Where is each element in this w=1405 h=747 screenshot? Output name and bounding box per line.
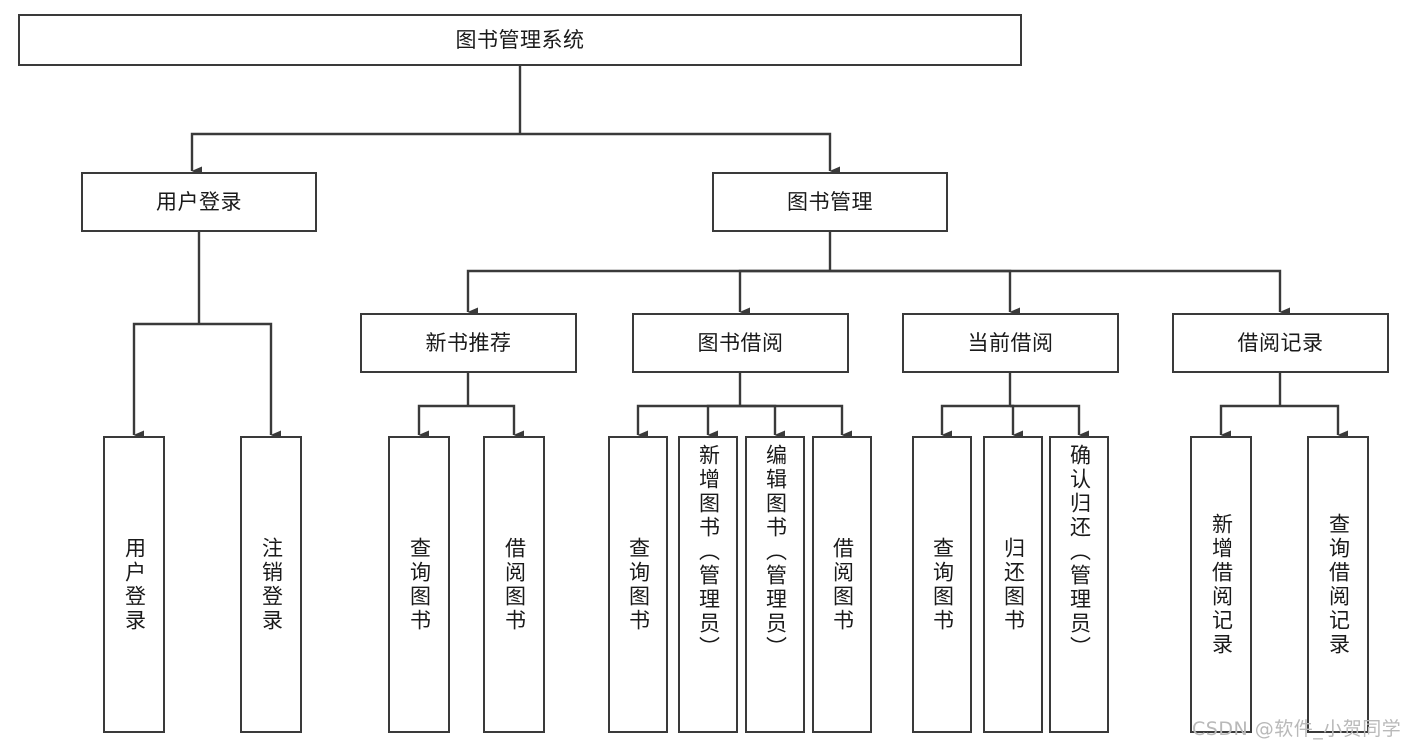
node-label: 图书管理系统 xyxy=(455,27,585,52)
node-leaf-query-book-1[interactable]: 查询图书 xyxy=(388,436,450,733)
edge-root-to-user-login xyxy=(190,132,520,176)
node-borrow-record[interactable]: 借阅记录 xyxy=(1172,313,1389,373)
node-leaf-add-record[interactable]: 新增借阅记录 xyxy=(1190,436,1252,733)
node-user-login[interactable]: 用户登录 xyxy=(81,172,317,232)
node-label: 用户登录 xyxy=(156,189,242,214)
node-label: 编辑图书（管理员） xyxy=(763,444,788,660)
node-new-book-recommend[interactable]: 新书推荐 xyxy=(360,313,577,373)
edge-user-login-to-leaf-logout xyxy=(199,322,281,440)
node-leaf-query-record[interactable]: 查询借阅记录 xyxy=(1307,436,1369,733)
node-label: 新增借阅记录 xyxy=(1209,512,1234,657)
node-leaf-user-login[interactable]: 用户登录 xyxy=(103,436,165,733)
edge-book-borrow-to-leaf-borrow-book-2 xyxy=(740,404,852,440)
node-label: 图书管理 xyxy=(787,189,873,214)
edge-current-borrow-to-leaf-return-book xyxy=(1010,404,1023,440)
node-leaf-logout[interactable]: 注销登录 xyxy=(240,436,302,733)
edge-user-login-to-leaf-user-login xyxy=(132,322,199,440)
edge-current-borrow-to-leaf-confirm-return xyxy=(1010,404,1089,440)
edge-book-manage-to-book-borrow xyxy=(738,269,830,317)
edge-new-book-recommend-to-leaf-borrow-book-1 xyxy=(468,404,524,440)
node-label: 用户登录 xyxy=(122,536,147,633)
node-label: 图书借阅 xyxy=(697,330,784,355)
node-leaf-edit-book[interactable]: 编辑图书（管理员） xyxy=(745,436,805,733)
node-leaf-add-book[interactable]: 新增图书（管理员） xyxy=(678,436,738,733)
node-label: 查询借阅记录 xyxy=(1326,512,1351,657)
node-label: 注销登录 xyxy=(259,536,284,633)
node-label: 新书推荐 xyxy=(425,330,512,355)
node-label: 当前借阅 xyxy=(967,330,1054,355)
node-label: 借阅图书 xyxy=(502,536,527,633)
node-leaf-confirm-return[interactable]: 确认归还（管理员） xyxy=(1049,436,1109,733)
node-book-manage[interactable]: 图书管理 xyxy=(712,172,948,232)
node-book-borrow[interactable]: 图书借阅 xyxy=(632,313,849,373)
node-leaf-return-book[interactable]: 归还图书 xyxy=(983,436,1043,733)
node-label: 归还图书 xyxy=(1001,536,1026,633)
node-root[interactable]: 图书管理系统 xyxy=(18,14,1022,66)
node-leaf-borrow-book-1[interactable]: 借阅图书 xyxy=(483,436,545,733)
edge-current-borrow-to-leaf-query-book-3 xyxy=(940,404,1010,440)
node-label: 查询图书 xyxy=(930,536,955,633)
edge-book-borrow-to-leaf-query-book-2 xyxy=(636,404,740,440)
node-label: 确认归还（管理员） xyxy=(1067,444,1092,660)
edge-borrow-record-to-leaf-query-record xyxy=(1280,404,1348,440)
edge-book-manage-to-borrow-record xyxy=(830,269,1290,317)
node-label: 查询图书 xyxy=(626,536,651,633)
node-leaf-borrow-book-2[interactable]: 借阅图书 xyxy=(812,436,872,733)
node-label: 借阅图书 xyxy=(830,536,855,633)
csdn-watermark: CSDN @软件_小贺同学 xyxy=(1192,718,1402,740)
edge-borrow-record-to-leaf-add-record xyxy=(1219,404,1280,440)
edge-new-book-recommend-to-leaf-query-book-1 xyxy=(417,404,468,440)
node-label: 借阅记录 xyxy=(1237,330,1324,355)
node-leaf-query-book-2[interactable]: 查询图书 xyxy=(608,436,668,733)
node-current-borrow[interactable]: 当前借阅 xyxy=(902,313,1119,373)
node-label: 新增图书（管理员） xyxy=(696,444,721,660)
edge-book-manage-to-new-book-recommend xyxy=(466,269,830,317)
edge-book-manage-to-current-borrow xyxy=(830,269,1020,317)
edge-book-borrow-to-leaf-edit-book xyxy=(740,404,785,440)
node-leaf-query-book-3[interactable]: 查询图书 xyxy=(912,436,972,733)
edge-book-borrow-to-leaf-add-book xyxy=(706,404,740,440)
node-label: 查询图书 xyxy=(407,536,432,633)
edge-root-to-book-manage xyxy=(520,132,840,176)
